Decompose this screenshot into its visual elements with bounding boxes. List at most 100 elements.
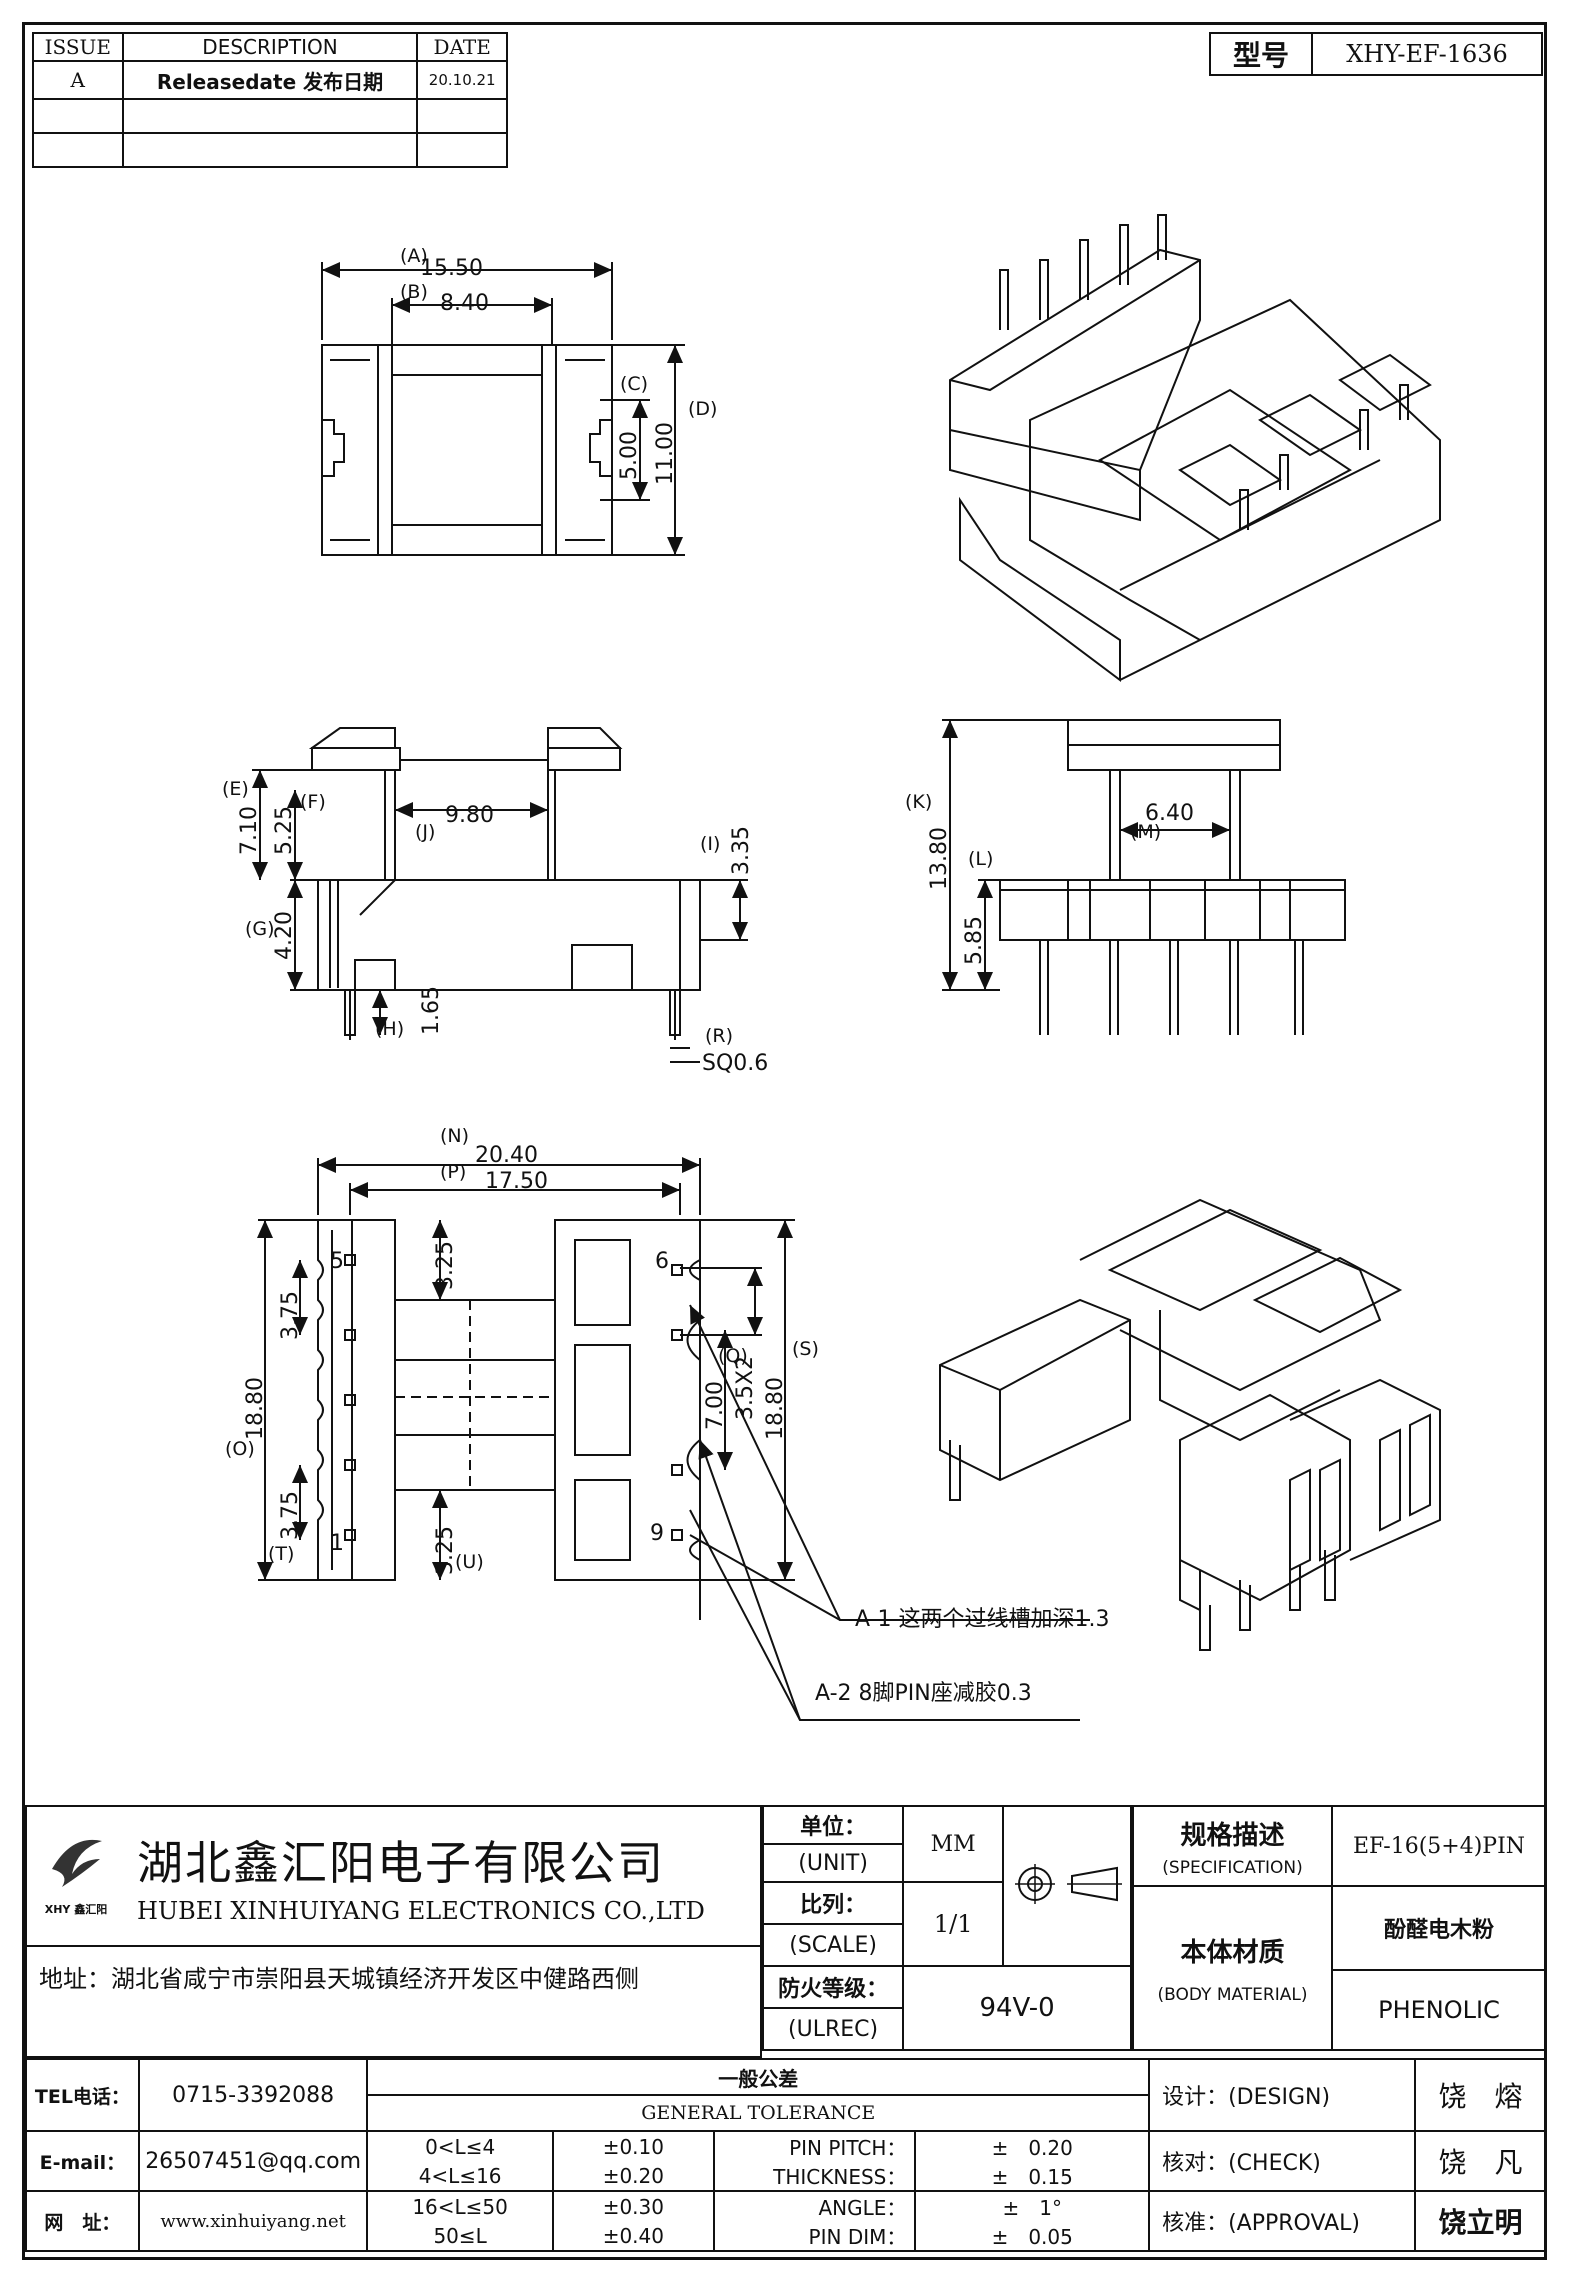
web-label: 网 址： bbox=[25, 2190, 140, 2252]
approval-name: 饶立明 bbox=[1414, 2190, 1547, 2252]
company-logo: XHY 鑫汇阳 bbox=[42, 1829, 110, 1916]
row-issue: A bbox=[32, 60, 124, 100]
dim-tag-d: (D) bbox=[688, 398, 717, 420]
spec-label: 规格描述 (SPECIFICATION) bbox=[1132, 1805, 1333, 1887]
dim-i: 3.35 bbox=[729, 826, 754, 875]
dim-e: 7.10 bbox=[237, 806, 262, 855]
bottom-table: TEL电话： 0715-3392088 一般公差 设计：(DESIGN) 饶 熔… bbox=[25, 2058, 1547, 2252]
dim-tag-l: (L) bbox=[968, 848, 993, 870]
dim-n: 20.40 bbox=[475, 1143, 538, 1168]
isometric-view-bottom bbox=[939, 1198, 1441, 1651]
dim-tag-r: (R) bbox=[705, 1025, 733, 1047]
dim-tag-p: (P) bbox=[440, 1161, 466, 1183]
tol-value-2: ±0.20 bbox=[551, 2161, 715, 2192]
tolerance-title-en: GENERAL TOLERANCE bbox=[366, 2094, 1151, 2132]
tol-item-1: PIN PITCH： bbox=[712, 2130, 917, 2161]
top-view bbox=[321, 262, 685, 556]
company-name-cn: 湖北鑫汇阳电子有限公司 bbox=[137, 1836, 665, 1890]
scale-value: 1/1 bbox=[902, 1881, 1005, 1967]
design-label: 设计：(DESIGN) bbox=[1148, 2058, 1416, 2132]
tel-label: TEL电话： bbox=[25, 2058, 140, 2132]
dim-tag-g: (G) bbox=[245, 918, 275, 940]
side-view bbox=[942, 719, 1346, 1035]
dim-tag-o: (O) bbox=[225, 1438, 255, 1460]
approval-label: 核准：(APPROVAL) bbox=[1148, 2190, 1416, 2252]
check-label: 核对：(CHECK) bbox=[1148, 2130, 1416, 2192]
dim-tag-b: (B) bbox=[400, 281, 428, 303]
model-label: 型号 bbox=[1209, 32, 1313, 76]
tolerance-title-cn: 一般公差 bbox=[366, 2058, 1151, 2096]
empty-cell bbox=[121, 132, 419, 168]
header-issue: ISSUE bbox=[32, 32, 124, 62]
tol-range-4: 50≤L bbox=[366, 2221, 554, 2252]
fire-label-cn: 防火等级： bbox=[761, 1965, 905, 2009]
title-block-middle: 单位： MM (UNIT) 比列： 1/1 (SCALE) 防火等级： 94V-… bbox=[761, 1805, 1132, 2051]
material-label-cn: 本体材质 bbox=[1180, 1937, 1285, 1968]
bottom-view bbox=[257, 1157, 1090, 1721]
web-value: www.xinhuiyang.net bbox=[137, 2190, 369, 2252]
email-value: 26507451@qq.com bbox=[137, 2130, 369, 2192]
scale-label-cn: 比列： bbox=[761, 1881, 905, 1925]
dim-k: 13.80 bbox=[927, 827, 952, 890]
dim-tag-s: (S) bbox=[792, 1338, 819, 1360]
spec-label-cn: 规格描述 bbox=[1180, 1820, 1285, 1851]
material-value-en: PHENOLIC bbox=[1331, 1969, 1547, 2051]
note-a1: A-1 这两个过线槽加深1.3 bbox=[855, 1607, 1109, 1632]
projection-icon bbox=[1015, 1864, 1123, 1904]
projection-symbol bbox=[1002, 1805, 1132, 1967]
row-date: 20.10.21 bbox=[416, 60, 508, 100]
company-block: XHY 鑫汇阳 湖北鑫汇阳电子有限公司 HUBEI XINHUIYANG ELE… bbox=[25, 1805, 762, 2058]
dim-v: 7.00 bbox=[703, 1381, 728, 1430]
dim-b: 8.40 bbox=[440, 291, 489, 316]
tol-item-value-4: ± 0.05 bbox=[914, 2221, 1151, 2252]
dim-g: 4.20 bbox=[272, 911, 297, 960]
model-value: XHY-EF-1636 bbox=[1311, 32, 1543, 76]
unit-value: MM bbox=[902, 1805, 1005, 1883]
dim-o: 18.80 bbox=[243, 1377, 268, 1440]
dimension-labels: (A) 15.50 (B) 8.40 (C) 5.00 (D) 11.00 (E… bbox=[222, 245, 1194, 1706]
dim-tag-t: (T) bbox=[268, 1543, 294, 1565]
tol-item-value-2: ± 0.15 bbox=[914, 2161, 1151, 2192]
dim-tag-m: (M) bbox=[1130, 821, 1161, 843]
empty-cell bbox=[32, 98, 124, 134]
drawing-frame bbox=[22, 22, 1547, 2260]
tol-value-4: ±0.40 bbox=[551, 2221, 715, 2252]
design-name: 饶 熔 bbox=[1414, 2058, 1547, 2132]
unit-label-cn: 单位： bbox=[761, 1805, 905, 1845]
tel-value: 0715-3392088 bbox=[137, 2058, 369, 2132]
tol-range-2: 4<L≤16 bbox=[366, 2161, 554, 2192]
model-box: 型号 XHY-EF-1636 bbox=[1209, 32, 1543, 76]
header-date: DATE bbox=[416, 32, 508, 62]
dim-p: 17.50 bbox=[485, 1169, 548, 1194]
tol-value-3: ±0.30 bbox=[551, 2190, 715, 2221]
technical-drawing: (A) 15.50 (B) 8.40 (C) 5.00 (D) 11.00 (E… bbox=[222, 214, 1441, 1721]
dim-tag-e: (E) bbox=[222, 778, 249, 800]
dim-tag-q: (Q) bbox=[718, 1345, 748, 1367]
tol-item-3: ANGLE： bbox=[712, 2190, 917, 2221]
dim-tag-h: (H) bbox=[375, 1018, 404, 1040]
isometric-view-top bbox=[949, 214, 1441, 682]
dim-tag-j: (J) bbox=[415, 821, 435, 843]
dim-tag-i: (I) bbox=[700, 833, 720, 855]
logo-icon bbox=[52, 1839, 102, 1887]
tol-item-2: THICKNESS： bbox=[712, 2161, 917, 2192]
dim-m: 6.40 bbox=[1145, 801, 1194, 826]
material-value-cn: 酚醛电木粉 bbox=[1331, 1885, 1547, 1971]
dim-d: 11.00 bbox=[653, 422, 678, 485]
fire-label-en: (ULREC) bbox=[761, 2007, 905, 2051]
dim-s: 18.80 bbox=[763, 1377, 788, 1440]
tol-item-4: PIN DIM： bbox=[712, 2221, 917, 2252]
tol-range-1: 0<L≤4 bbox=[366, 2130, 554, 2161]
unit-label-en: (UNIT) bbox=[761, 1843, 905, 1883]
pin-label-5: 5 bbox=[330, 1249, 344, 1274]
dim-q: 3.5X2 bbox=[733, 1356, 758, 1420]
email-label: E-mail： bbox=[25, 2130, 140, 2192]
dim-a: 15.50 bbox=[420, 256, 483, 281]
empty-cell bbox=[416, 98, 508, 134]
dim-tag-n: (N) bbox=[440, 1125, 469, 1147]
dim-t: 3.75 bbox=[278, 1491, 303, 1540]
front-view bbox=[252, 727, 748, 1063]
dim-f: 5.25 bbox=[272, 806, 297, 855]
dim-r: SQ0.6 bbox=[702, 1051, 768, 1076]
tol-value-1: ±0.10 bbox=[551, 2130, 715, 2161]
